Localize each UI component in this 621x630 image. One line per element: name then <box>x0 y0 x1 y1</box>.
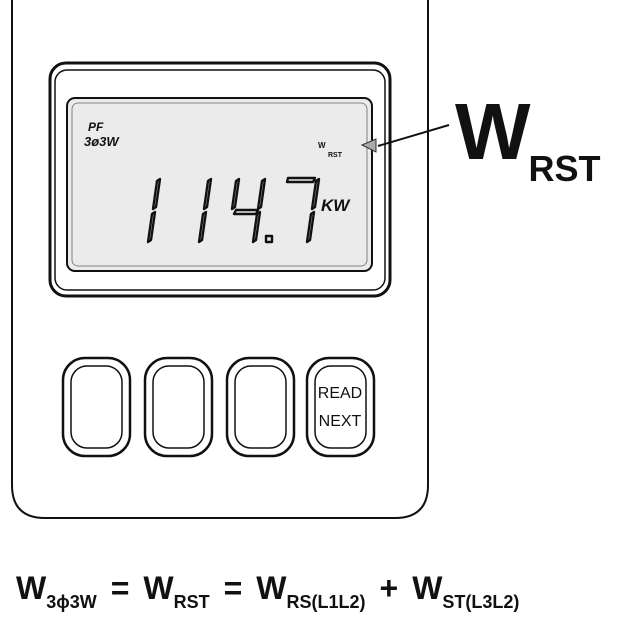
read-next-button-frame[interactable] <box>305 356 376 458</box>
lcd-decimal-point <box>264 234 274 244</box>
formula-mid-sub: RST <box>173 592 210 612</box>
lcd-digit-1b <box>197 177 213 244</box>
formula-mid-main: W <box>143 570 174 606</box>
formula-equals-1: = <box>110 570 130 606</box>
callout-leader-line <box>377 124 450 147</box>
formula-lhs-sub: 3ϕ3W <box>46 592 97 612</box>
read-next-button-label-next[interactable]: NEXT <box>318 413 362 430</box>
power-formula: W3ϕ3W=WRST=WRS(L1L2)+WST(L3L2) <box>16 570 519 611</box>
callout-main-letter: W <box>455 87 531 176</box>
formula-term1-sub: RS(L1L2) <box>286 592 366 612</box>
wrst-indicator-arrow-icon <box>360 138 377 153</box>
lcd-reading-digits <box>146 176 321 244</box>
lcd-indicator-w: W <box>318 141 326 150</box>
formula-equals-2: = <box>223 570 243 606</box>
formula-term2-main: W <box>412 570 443 606</box>
lcd-pf-label: PF <box>88 120 104 134</box>
lcd-digit-7 <box>285 176 321 244</box>
lcd-screen <box>66 97 373 272</box>
blank-button-1[interactable] <box>61 356 132 458</box>
blank-button-3[interactable] <box>225 356 296 458</box>
formula-term1-main: W <box>256 570 287 606</box>
blank-button-2[interactable] <box>143 356 214 458</box>
formula-term2-sub: ST(L3L2) <box>442 592 520 612</box>
meter-body <box>11 0 429 519</box>
button-row <box>61 356 376 458</box>
lcd-unit-label: KW <box>321 196 350 215</box>
callout-subscript: RST <box>528 148 601 189</box>
formula-plus: + <box>379 570 399 606</box>
wrst-callout: WRST <box>455 92 601 187</box>
lcd-digit-1a <box>146 177 162 244</box>
lcd-indicator-rst: RST <box>328 152 342 159</box>
lcd-system-mode-label: 3ø3W <box>84 134 119 149</box>
formula-lhs-main: W <box>16 570 47 606</box>
lcd-digit-4 <box>230 177 267 244</box>
read-next-button-label-read[interactable]: READ <box>317 385 363 402</box>
